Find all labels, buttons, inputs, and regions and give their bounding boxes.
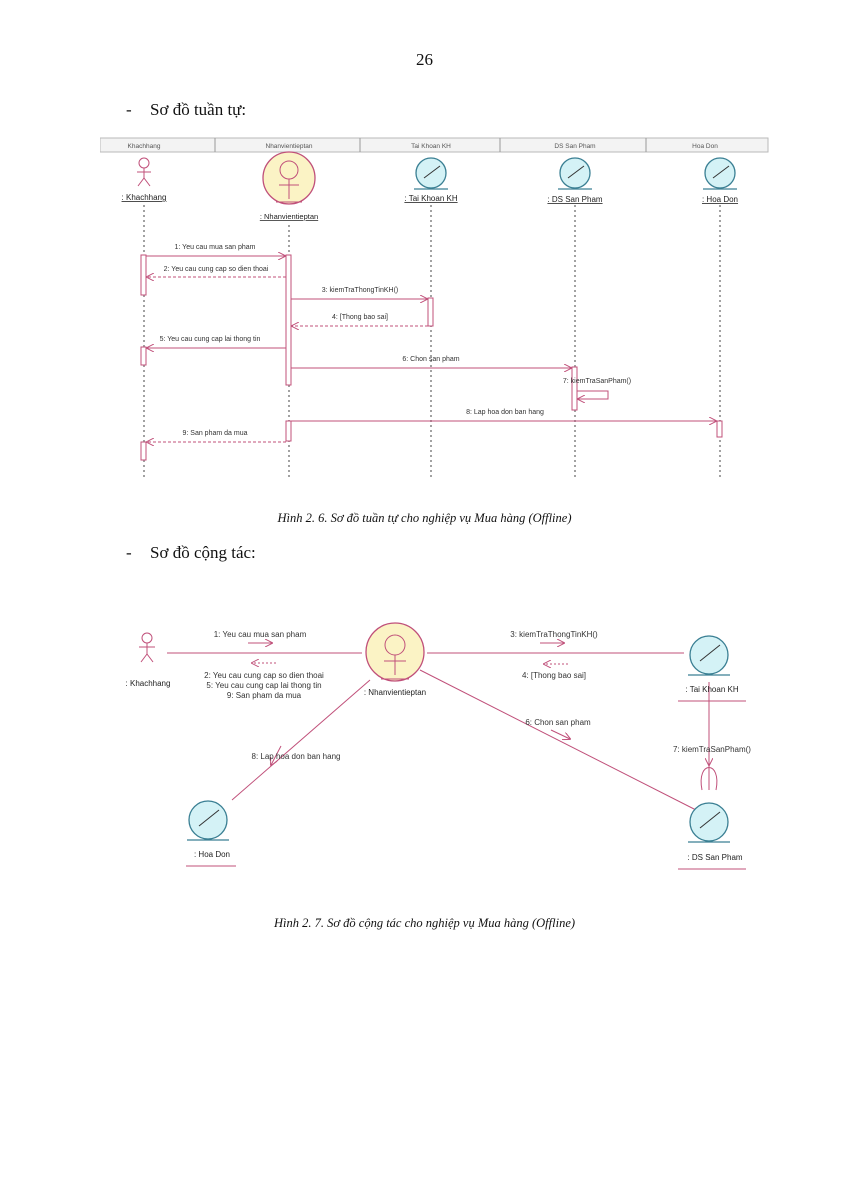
sequence-diagram: Khachhang Nhanvientieptan Tai Khoan KH D…: [100, 137, 769, 478]
collab-message-4: 4: [Thong bao sai]: [522, 671, 586, 680]
collab-message-1: 1: Yeu cau mua san pham: [214, 630, 307, 639]
header-tab-hoadon: Hoa Don: [692, 143, 718, 150]
heading-text: Sơ đồ cộng tác:: [150, 543, 256, 562]
collab-message-2: 2: Yeu cau cung cap so dien thoai: [204, 671, 324, 680]
message-label-2: 2: Yeu cau cung cap so dien thoai: [164, 266, 269, 273]
actor-icon: [137, 157, 151, 187]
figure-caption-collaboration: Hình 2. 7. Sơ đồ cộng tác cho nghiệp vụ …: [273, 916, 576, 930]
collab-arrow-6: [550, 729, 570, 739]
collab-message-8: 8: Lap hoa don ban hang: [252, 752, 341, 761]
message-label-3: 3: kiemTraThongTinKH(): [322, 287, 399, 294]
collab-arrow-8: [271, 745, 282, 765]
collab-message-3: 3: kiemTraThongTinKH(): [510, 630, 598, 639]
collab-message-5: 5: Yeu cau cung cap lai thong tin: [206, 681, 321, 690]
participant-label-taikhoan: : Tai Khoan KH: [404, 194, 457, 203]
object-label-taikhoan: : Tai Khoan KH: [685, 685, 738, 694]
object-label-nhanvien: : Nhanvientieptan: [364, 688, 426, 697]
participant-label-khachhang: : Khachhang: [122, 193, 167, 202]
participant-label-nhanvien: : Nhanvientieptan: [260, 212, 318, 221]
bullet-dash: -: [126, 100, 132, 119]
entity-object-icon: [688, 802, 730, 843]
header-tab-khachhang: Khachhang: [128, 143, 161, 150]
message-label-8: 8: Lap hoa don ban hang: [466, 409, 544, 416]
object-label-hoadon: : Hoa Don: [194, 850, 230, 859]
message-label-4: 4: [Thong bao sai]: [332, 314, 388, 321]
actor-icon: [139, 632, 155, 663]
collab-message-9: 9: San pham da mua: [227, 691, 302, 700]
entity-object-icon: [187, 800, 229, 841]
control-object-icon: [262, 151, 316, 205]
activation-bars: [140, 254, 723, 461]
entity-object-icon: [558, 157, 592, 190]
message-arrow-7: [577, 390, 609, 399]
control-object-icon: [365, 622, 425, 682]
message-label-6: 6: Chon san pham: [402, 356, 459, 363]
entity-object-icon: [688, 635, 730, 676]
entity-object-icon: [414, 157, 448, 190]
section-heading-collaboration: -Sơ đồ cộng tác:: [126, 543, 256, 563]
participant-label-dssanpham: : DS San Pham: [547, 195, 602, 204]
header-tab-dssanpham: DS San Pham: [554, 143, 595, 150]
entity-object-icon: [703, 157, 737, 190]
figure-caption-sequence: Hình 2. 6. Sơ đồ tuần tự cho nghiệp vụ M…: [277, 511, 572, 525]
collab-message-6: 6: Chon san pham: [525, 718, 591, 727]
header-tab-taikhoan: Tai Khoan KH: [411, 143, 451, 150]
heading-text: Sơ đồ tuần tự:: [150, 100, 247, 119]
bullet-dash: -: [126, 543, 132, 562]
participant-header-bar: [100, 137, 769, 153]
collaboration-diagram: : Khachhang : Nhanvientieptan : Tai Khoa…: [126, 622, 751, 870]
collaboration-links: [167, 652, 718, 811]
message-label-1: 1: Yeu cau mua san pham: [175, 244, 256, 251]
object-label-dssanpham: : DS San Pham: [687, 853, 742, 862]
message-label-5: 5: Yeu cau cung cap lai thong tin: [160, 336, 261, 343]
object-label-khachhang: : Khachhang: [126, 679, 171, 688]
page-number: 26: [416, 50, 433, 69]
message-label-7: 7: kiemTraSanPham(): [563, 378, 631, 385]
section-heading-sequence: -Sơ đồ tuần tự:: [126, 100, 246, 120]
message-label-9: 9: San pham da mua: [183, 430, 248, 437]
participant-label-hoadon: : Hoa Don: [702, 195, 738, 204]
header-tab-nhanvien: Nhanvientieptan: [266, 143, 313, 150]
collab-message-7: 7: kiemTraSanPham(): [673, 745, 751, 754]
